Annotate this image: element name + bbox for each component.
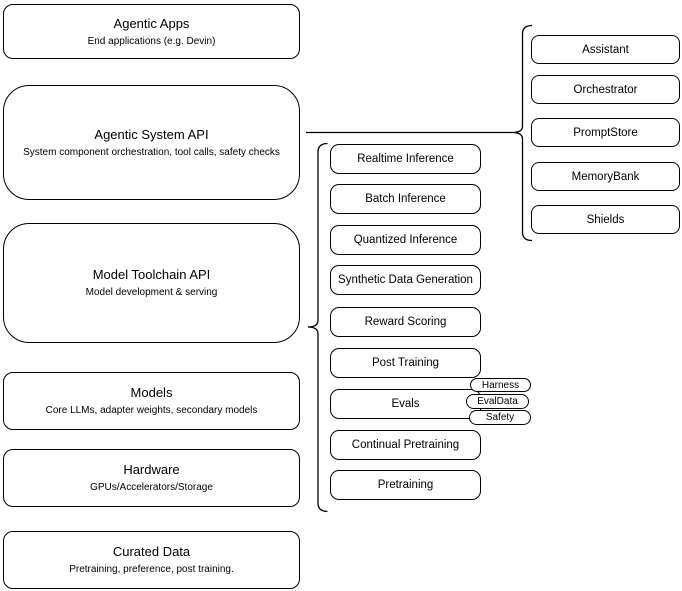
box-subtitle: End applications (e.g. Devin): [87, 35, 216, 47]
pill-label: Safety: [485, 412, 515, 423]
toolchain-box-post-training: Post Training: [330, 348, 481, 378]
box-subtitle: GPUs/Accelerators/Storage: [90, 482, 213, 493]
box-label: Continual Pretraining: [351, 439, 460, 451]
box-label: PromptStore: [573, 126, 638, 139]
component-box-shields: Shields: [531, 205, 680, 234]
box-label: Post Training: [371, 357, 440, 369]
box-title: Agentic System API: [94, 126, 209, 142]
layer-box-agentic-system-api: Agentic System API System component orch…: [3, 85, 300, 200]
layer-box-agentic-apps: Agentic Apps End applications (e.g. Devi…: [3, 4, 300, 59]
toolchain-box-continual-pretraining: Continual Pretraining: [330, 430, 481, 460]
box-title: Curated Data: [112, 544, 191, 559]
layer-box-hardware: Hardware GPUs/Accelerators/Storage: [3, 449, 300, 507]
box-title: Agentic Apps: [113, 15, 190, 31]
box-subtitle: Pretraining, preference, post training.: [69, 564, 234, 575]
toolchain-box-batch-inference: Batch Inference: [330, 184, 481, 214]
box-label: Synthetic Data Generation: [338, 274, 473, 286]
box-label: Assistant: [582, 43, 629, 56]
box-title: Hardware: [123, 462, 180, 477]
eval-tag-evaldata: EvalData: [466, 394, 529, 409]
toolchain-box-pretraining: Pretraining: [330, 470, 481, 500]
eval-tag-harness: Harness: [470, 378, 531, 392]
component-box-orchestrator: Orchestrator: [531, 75, 680, 104]
toolchain-box-reward-scoring: Reward Scoring: [330, 307, 481, 337]
toolchain-box-quantized-inference: Quantized Inference: [330, 225, 481, 255]
toolchain-box-synthetic-data-generation: Synthetic Data Generation: [330, 265, 481, 295]
pill-label: Harness: [481, 379, 520, 391]
box-label: Reward Scoring: [364, 316, 447, 328]
box-label: Quantized Inference: [353, 234, 458, 246]
box-label: Realtime Inference: [357, 153, 454, 165]
box-label: Batch Inference: [365, 193, 446, 205]
component-box-memorybank: MemoryBank: [531, 162, 680, 191]
component-box-promptstore: PromptStore: [531, 118, 680, 147]
toolchain-brace: [307, 142, 328, 513]
box-subtitle: Core LLMs, adapter weights, secondary mo…: [45, 405, 258, 416]
box-title: Models: [130, 385, 173, 400]
eval-tag-safety: Safety: [469, 410, 531, 425]
box-label: Shields: [586, 213, 625, 226]
box-label: Orchestrator: [573, 83, 638, 96]
box-subtitle: System component orchestration, tool cal…: [23, 146, 280, 158]
layer-box-curated-data: Curated Data Pretraining, preference, po…: [3, 531, 300, 589]
layer-box-model-toolchain-api: Model Toolchain API Model development & …: [3, 223, 300, 343]
component-box-assistant: Assistant: [531, 35, 680, 64]
box-subtitle: Model development & serving: [85, 287, 218, 298]
box-label: Evals: [391, 398, 420, 410]
toolchain-box-evals: Evals: [330, 389, 481, 419]
box-title: Model Toolchain API: [92, 267, 211, 282]
system-components-brace: [512, 24, 533, 242]
box-label: Pretraining: [377, 479, 434, 491]
pill-label: EvalData: [477, 396, 518, 407]
layer-box-models: Models Core LLMs, adapter weights, secon…: [3, 372, 300, 430]
toolchain-box-realtime-inference: Realtime Inference: [330, 144, 481, 174]
box-label: MemoryBank: [571, 170, 640, 183]
